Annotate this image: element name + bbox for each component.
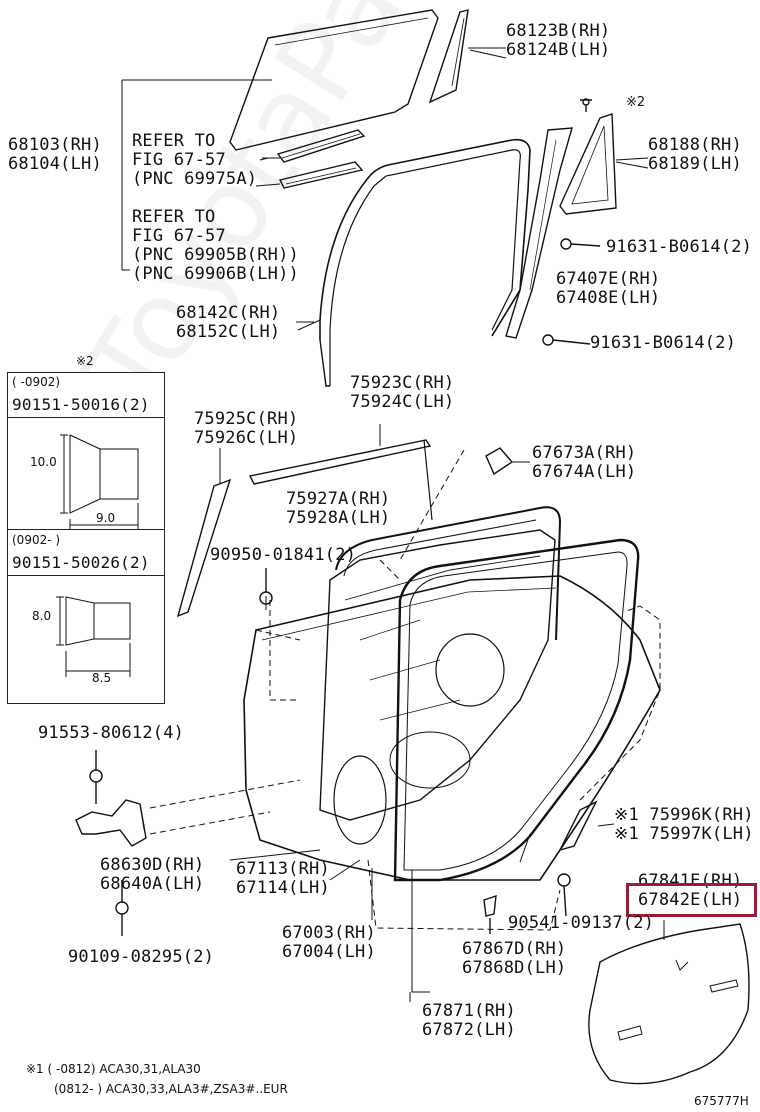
label-67003: 67003(RH) 67004(LH) [282, 924, 376, 962]
belt-molding-shape-1 [276, 129, 366, 163]
label-68630-lh: 68640A(LH) [100, 874, 205, 894]
clip-dimension-drawing-1 [60, 434, 139, 529]
label-68142-lh: 68152C(LH) [176, 322, 281, 342]
garnish-shape [558, 800, 598, 852]
label-90109: 90109-08295(2) [68, 947, 215, 967]
run-channel-shape [319, 138, 531, 340]
label-90541: 90541-09137(2) [508, 913, 655, 933]
label-67673-lh: 67674A(LH) [532, 462, 637, 482]
label-67867-rh: 67867D(RH) [462, 939, 567, 959]
label-68188-lh: 68189(LH) [648, 154, 742, 174]
refer-2-line-4: (PNC 69906B(LH)) [132, 264, 299, 284]
label-67871: 67871(RH) 67872(LH) [422, 1002, 516, 1040]
label-68630: 68630D(RH) 68640A(LH) [100, 856, 204, 894]
label-67871-lh: 67872(LH) [422, 1020, 516, 1040]
footnote-1: ※1 ( -0812) ACA30,31,ALA30 [26, 1062, 201, 1076]
inset-box1-date: ( -0902) [12, 375, 61, 389]
label-67841-lh: 67842E(LH) [638, 890, 743, 910]
label-75923: 75923C(RH) 75924C(LH) [350, 374, 454, 412]
inset-box2-date: (0902- ) [12, 533, 61, 547]
label-68103-rh: 68103(RH) [8, 135, 102, 155]
label-67673-rh: 67673A(RH) [532, 443, 637, 463]
label-75925-rh: 75925C(RH) [194, 409, 299, 429]
refer-1-line-2: FIG 67-57 [132, 150, 226, 170]
division-bar-shape [505, 127, 573, 339]
label-75923-lh: 75924C(LH) [350, 392, 455, 412]
figure-id: 675777H [694, 1094, 749, 1108]
refer-2-line-3: (PNC 69905B(RH)) [132, 245, 299, 265]
door-glass-shape [229, 9, 439, 151]
label-75925: 75925C(RH) 75926C(LH) [194, 410, 298, 448]
belt-molding-shape-2 [278, 161, 364, 189]
highlight-frame [626, 883, 757, 917]
label-68188-rh: 68188(RH) [648, 135, 742, 155]
door-frame-shape [335, 506, 562, 641]
label-67867-lh: 67868D(LH) [462, 958, 567, 978]
inset-box2-dim-h: 8.0 [32, 609, 52, 623]
label-67407-lh: 67408E(LH) [556, 288, 661, 308]
refer-1-line-3: (PNC 69975A) [132, 169, 258, 189]
refer-1-line-1: REFER TO [132, 131, 216, 151]
label-75996-lh: ※1 75997K(LH) [614, 824, 754, 844]
label-refer-1: REFER TO FIG 67-57 (PNC 69975A) [132, 132, 257, 189]
label-67113-lh: 67114(LH) [236, 878, 330, 898]
inset-panel: ( -0902) 90151-50016(2) 10.0 9.0 (0902- … [7, 372, 165, 704]
label-68123: 68123B(RH) 68124B(LH) [506, 22, 610, 60]
label-75927-rh: 75927A(RH) [286, 489, 391, 509]
label-68103: 68103(RH) 68104(LH) [8, 136, 102, 174]
label-90950: 90950-01841(2) [210, 545, 357, 565]
label-67003-rh: 67003(RH) [282, 923, 376, 943]
inset-divider-2 [8, 529, 164, 530]
door-panel-shape [243, 575, 661, 881]
label-67871-rh: 67871(RH) [422, 1001, 516, 1021]
label-75996: ※1 75996K(RH) ※1 75997K(LH) [614, 806, 754, 844]
label-68188: 68188(RH) 68189(LH) [648, 136, 742, 174]
label-67113-rh: 67113(RH) [236, 859, 330, 879]
refer-2-line-2: FIG 67-57 [132, 226, 226, 246]
label-67407-rh: 67407E(RH) [556, 269, 661, 289]
fixed-glass-shape [559, 113, 617, 215]
refer-2-line-1: REFER TO [132, 207, 216, 227]
label-75925-lh: 75926C(LH) [194, 428, 299, 448]
star2-marker: ※2 [626, 95, 646, 110]
label-68123-rh: 68123B(RH) [506, 21, 611, 41]
label-67003-lh: 67004(LH) [282, 942, 376, 962]
label-67673: 67673A(RH) 67674A(LH) [532, 444, 636, 482]
inset-marker: ※2 [76, 354, 94, 368]
inset-box1-dim-w: 9.0 [96, 511, 116, 525]
clip-dimension-drawing-2 [56, 596, 131, 677]
label-75927-lh: 75928A(LH) [286, 508, 391, 528]
inset-box2-part: 90151-50026(2) [12, 553, 150, 572]
label-91631-upper: 91631-B0614(2) [606, 237, 753, 257]
outer-molding-shape [248, 439, 432, 485]
inset-divider-1 [8, 417, 164, 418]
label-91553: 91553-80612(4) [38, 723, 185, 743]
weatherstrip-shape [393, 538, 640, 882]
inset-box1-dim-h: 10.0 [30, 455, 57, 469]
label-67867: 67867D(RH) 67868D(LH) [462, 940, 566, 978]
inset-box1-part: 90151-50016(2) [12, 395, 150, 414]
pillar-garnish-shape [176, 478, 232, 618]
label-67407: 67407E(RH) 67408E(LH) [556, 270, 660, 308]
label-68103-lh: 68104(LH) [8, 154, 102, 174]
label-refer-2: REFER TO FIG 67-57 (PNC 69905B(RH)) (PNC… [132, 208, 299, 284]
hinge-shape [75, 799, 147, 847]
quarter-glass-shape [428, 9, 469, 104]
label-68142: 68142C(RH) 68152C(LH) [176, 304, 280, 342]
label-91631-lower: 91631-B0614(2) [590, 333, 737, 353]
clip-shape [485, 447, 514, 476]
label-68142-rh: 68142C(RH) [176, 303, 281, 323]
inset-box2-dim-w: 8.5 [92, 671, 112, 685]
inset-divider-3 [8, 575, 164, 576]
label-67113: 67113(RH) 67114(LH) [236, 860, 330, 898]
label-75927: 75927A(RH) 75928A(LH) [286, 490, 390, 528]
label-75996-rh: ※1 75996K(RH) [614, 805, 754, 825]
service-hole-cover-shape [588, 923, 750, 1085]
label-68123-lh: 68124B(LH) [506, 40, 611, 60]
footnote-2: (0812- ) ACA30,33,ALA3#,ZSA3#..EUR [54, 1082, 288, 1096]
label-75923-rh: 75923C(RH) [350, 373, 455, 393]
label-68630-rh: 68630D(RH) [100, 855, 205, 875]
